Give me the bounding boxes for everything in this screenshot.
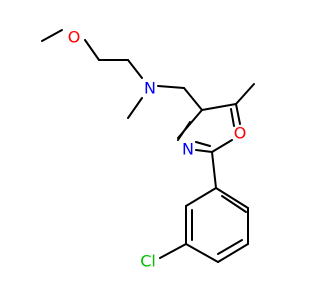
bond	[195, 149, 213, 153]
nitrogen-atom-label: N	[144, 79, 156, 98]
bond	[177, 109, 203, 139]
atom-labels: O N N O Cl	[68, 28, 247, 271]
bond	[211, 139, 233, 153]
bond	[215, 187, 249, 209]
bond	[217, 239, 243, 255]
structure-diagram: O N N O Cl	[41, 27, 255, 271]
bond	[127, 59, 143, 79]
bond	[183, 87, 203, 111]
bond	[84, 39, 100, 61]
bond	[157, 85, 185, 89]
bond	[41, 29, 63, 42]
bond	[235, 83, 255, 105]
bond	[185, 243, 219, 263]
bond	[159, 243, 187, 259]
bond	[201, 103, 237, 111]
nitrogen-atom-label: N	[182, 140, 194, 159]
bond	[217, 243, 249, 263]
bond	[221, 195, 247, 213]
bond	[195, 141, 211, 147]
bond	[211, 151, 217, 189]
bond	[127, 97, 143, 119]
oxygen-atom-label: O	[234, 124, 247, 143]
bonds	[41, 29, 255, 263]
bond	[230, 108, 235, 127]
oxygen-atom-label: O	[68, 28, 81, 47]
chlorine-atom-label: Cl	[140, 252, 156, 271]
bond	[185, 187, 217, 207]
molecule-drawing: O N N O Cl	[41, 28, 255, 271]
bond	[235, 103, 241, 125]
